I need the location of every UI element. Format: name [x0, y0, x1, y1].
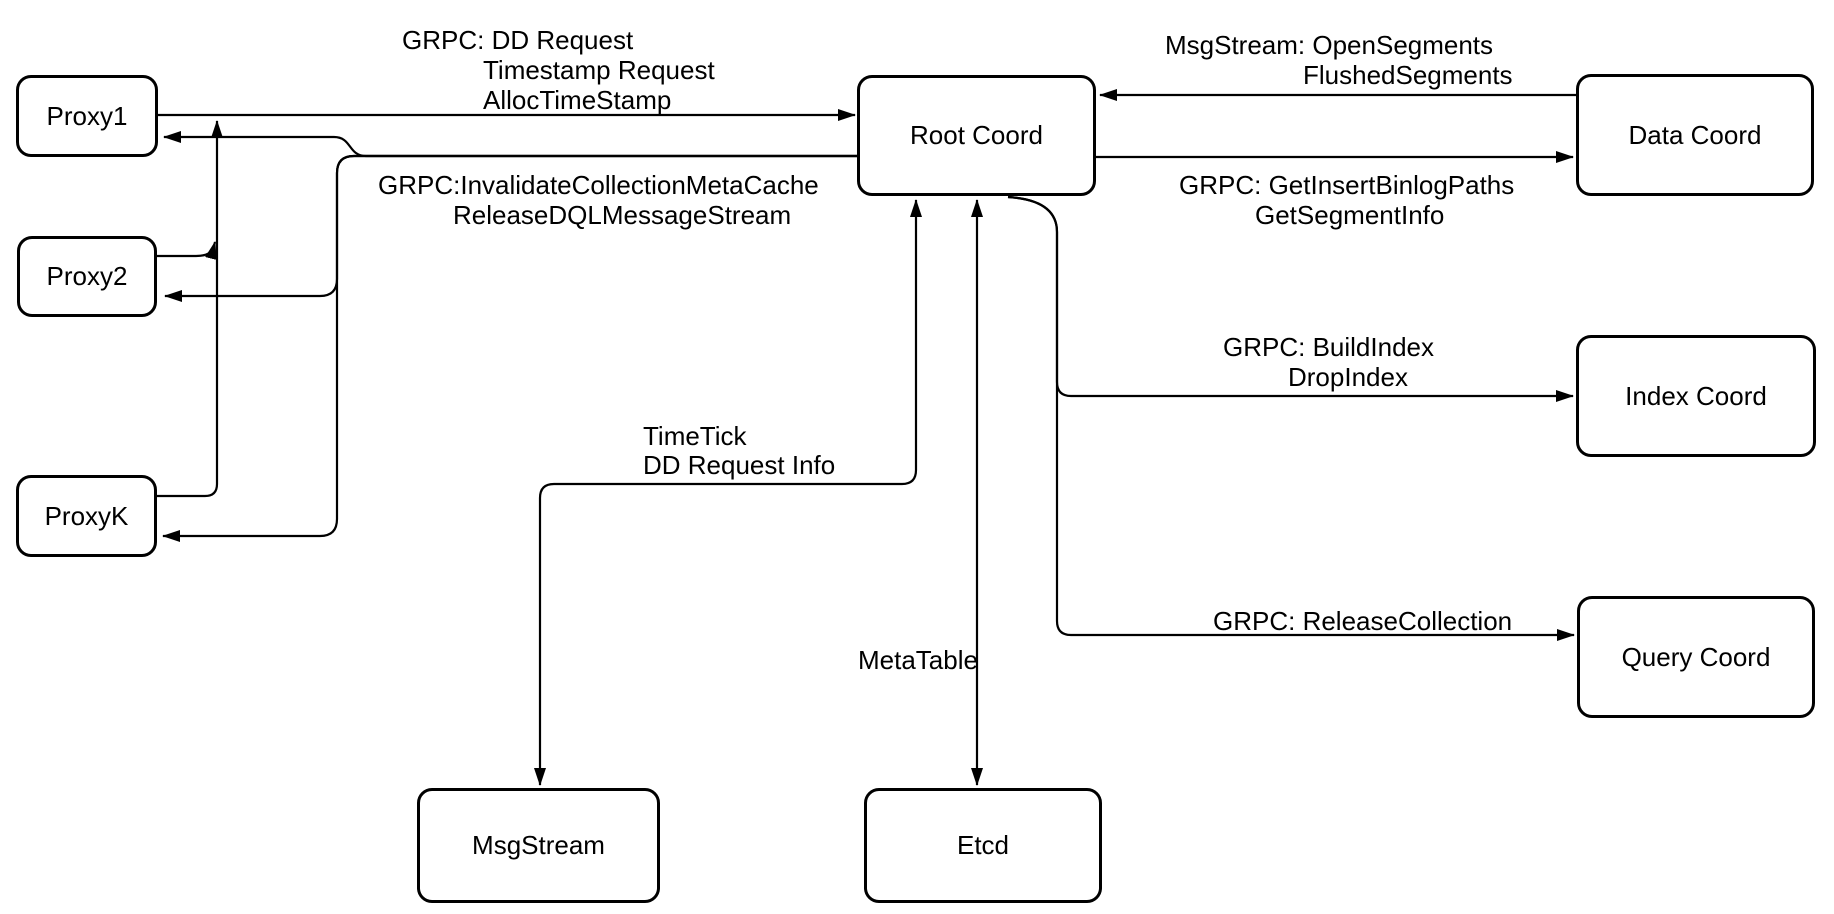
edge-rootcoord-to-querycoord [1007, 195, 1575, 641]
edge-label-proxies-to-root-line3: AllocTimeStamp [483, 85, 672, 115]
node-etcd-label: Etcd [956, 830, 1010, 860]
node-proxy2: Proxy2 [17, 236, 157, 317]
edge-label-data-to-root-line2: FlushedSegments [1303, 60, 1513, 90]
node-proxy1-label: Proxy1 [46, 100, 128, 131]
node-etcd: Etcd [864, 788, 1102, 903]
edge-label-root-to-etcd-line1: MetaTable [858, 645, 978, 675]
edge-label-proxies-to-root-line2: Timestamp Request [483, 55, 715, 85]
edge-label-root-to-proxies-line1: GRPC:InvalidateCollectionMetaCache [378, 170, 819, 200]
node-index-coord-label: Index Coord [1625, 380, 1767, 411]
edge-proxyk-merge-up [157, 120, 223, 498]
node-index-coord: Index Coord [1576, 335, 1816, 457]
node-root-coord-label: Root Coord [910, 120, 1043, 150]
node-query-coord-label: Query Coord [1621, 641, 1771, 672]
edge-label-data-to-root-line1: MsgStream: OpenSegments [1165, 30, 1494, 60]
node-data-coord-label: Data Coord [1628, 119, 1762, 150]
edge-label-root-to-query-line1: GRPC: ReleaseCollection [1213, 606, 1513, 636]
edge-label-root-to-data-line1: GRPC: GetInsertBinlogPaths [1179, 170, 1515, 200]
edge-label-proxies-to-root-line1: GRPC: DD Request [402, 25, 634, 55]
edge-label-root-to-proxies-line2: ReleaseDQLMessageStream [453, 200, 792, 230]
node-msgstream-label: MsgStream [472, 830, 605, 860]
edge-label-root-to-index-line2: DropIndex [1288, 362, 1408, 392]
node-root-coord: Root Coord [857, 75, 1096, 196]
edge-proxy2-merge-up [157, 241, 217, 260]
node-query-coord: Query Coord [1577, 596, 1815, 718]
edge-label-root-to-data-line2: GetSegmentInfo [1255, 200, 1445, 230]
edge-rootcoord-to-proxy1 [163, 131, 857, 158]
edge-rootcoord-to-msgstream [534, 199, 922, 786]
node-proxy1: Proxy1 [16, 75, 158, 157]
node-proxy2-label: Proxy2 [46, 261, 128, 291]
edge-label-root-to-index-line1: GRPC: BuildIndex [1223, 332, 1434, 362]
edge-label-root-to-msgstream-line2: DD Request Info [643, 450, 836, 480]
edge-label-root-to-msgstream-line1: TimeTick [643, 421, 747, 451]
node-proxyk: ProxyK [16, 475, 157, 557]
node-data-coord: Data Coord [1576, 74, 1814, 196]
edge-rootcoord-to-proxyk [162, 154, 857, 542]
node-proxyk-label: ProxyK [44, 500, 129, 531]
node-msgstream: MsgStream [417, 788, 660, 903]
